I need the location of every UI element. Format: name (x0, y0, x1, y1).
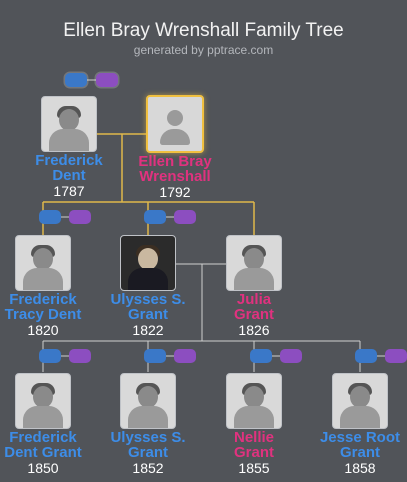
expand-mother-chip[interactable] (174, 210, 196, 224)
expand-mother-chip[interactable] (385, 349, 407, 363)
expand-father-chip[interactable] (250, 349, 272, 363)
person-name: Ulysses S.Grant (110, 291, 186, 323)
person-year: 1852 (132, 460, 164, 476)
expand-father-chip[interactable] (39, 349, 61, 363)
portrait-photo (15, 235, 71, 291)
expand-mother-chip[interactable] (96, 73, 118, 87)
expand-mother-chip[interactable] (280, 349, 302, 363)
portrait-photo (15, 373, 71, 429)
person-name: Ulysses S.Grant (110, 429, 186, 461)
tree-title: Ellen Bray Wrenshall Family Tree (63, 20, 344, 41)
portrait-photo (332, 373, 388, 429)
expand-mother-chip[interactable] (174, 349, 196, 363)
person-year: 1787 (53, 183, 85, 199)
person-year: 1858 (344, 460, 376, 476)
portrait-photo (226, 235, 282, 291)
person-year: 1822 (132, 322, 164, 338)
expand-father-chip[interactable] (144, 349, 166, 363)
portrait-photo (226, 373, 282, 429)
expand-mother-chip[interactable] (69, 210, 91, 224)
portrait-photo (120, 373, 176, 429)
portrait-photo (41, 96, 97, 152)
avatar-placeholder-icon (146, 95, 204, 153)
tree-subtitle: generated by pptrace.com (133, 43, 274, 57)
portrait-photo (120, 235, 176, 291)
expand-mother-chip[interactable] (69, 349, 91, 363)
person-ulysses-s-grant[interactable]: Ulysses S.Grant 1822 (93, 235, 203, 338)
person-year: 1826 (238, 322, 270, 338)
person-year: 1820 (27, 322, 59, 338)
person-year: 1855 (238, 460, 270, 476)
person-year: 1792 (159, 184, 191, 200)
expand-father-chip[interactable] (65, 73, 87, 87)
expand-father-chip[interactable] (355, 349, 377, 363)
expand-father-chip[interactable] (39, 210, 61, 224)
person-ulysses-s-grant-jr[interactable]: Ulysses S.Grant 1852 (93, 373, 203, 476)
expand-father-chip[interactable] (144, 210, 166, 224)
person-year: 1850 (27, 460, 59, 476)
